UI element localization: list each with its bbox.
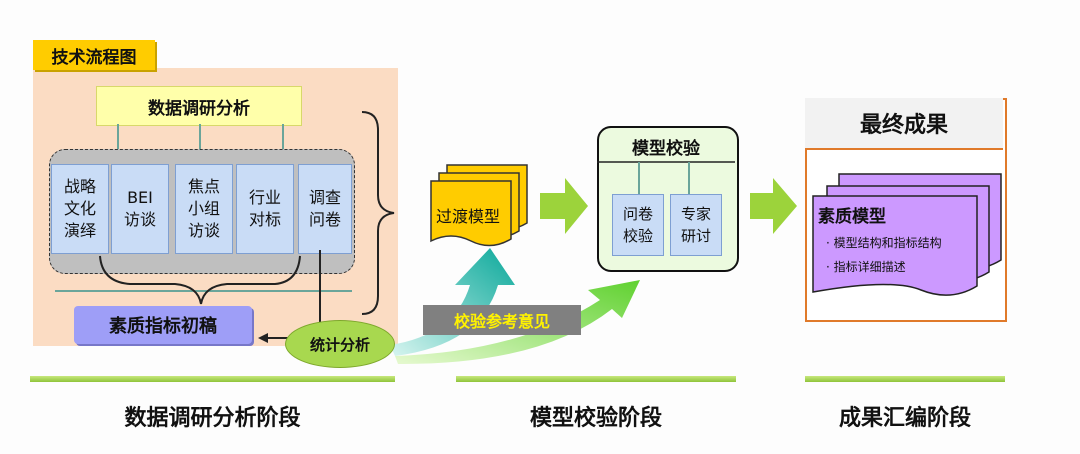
- phase-label-research: 数据调研分析阶段: [124, 406, 301, 431]
- competency-model-title: 素质模型: [818, 207, 886, 227]
- phase-bar-compile: [805, 376, 1005, 382]
- method-bei-interview: BEI 访谈: [111, 164, 169, 254]
- phase-bar-research: [30, 376, 395, 382]
- final-item-description: · 指标详细描述: [826, 260, 906, 274]
- competency-model-cards: [812, 173, 1002, 296]
- phase-bar-validation: [456, 376, 736, 382]
- phase-label-compile: 成果汇编阶段: [838, 406, 971, 431]
- diagram-tag: 技术流程图: [33, 40, 155, 70]
- transition-model-label: 过渡模型: [436, 207, 501, 226]
- expert-discussion: 专家 研讨: [670, 194, 722, 256]
- model-validation-title: 模型校验: [632, 139, 700, 159]
- method-focus-group: 焦点 小组 访谈: [175, 164, 233, 254]
- statistical-analysis: 统计分析: [285, 320, 395, 368]
- draft-indicators: 素质指标初稿: [74, 306, 252, 344]
- validation-feedback: 校验参考意见: [423, 305, 581, 335]
- data-research-header: 数据调研分析: [96, 86, 302, 126]
- final-item-structure: · 模型结构和指标结构: [826, 236, 942, 250]
- phase-label-validation: 模型校验阶段: [529, 406, 662, 431]
- questionnaire-validation: 问卷 校验: [612, 194, 664, 256]
- final-results-title: 最终成果: [805, 98, 1003, 150]
- method-survey: 调查 问卷: [298, 164, 352, 254]
- method-benchmark: 行业 对标: [236, 164, 294, 254]
- method-strategy-culture: 战略 文化 演绎: [51, 164, 109, 254]
- transition-model-stack: [430, 164, 528, 247]
